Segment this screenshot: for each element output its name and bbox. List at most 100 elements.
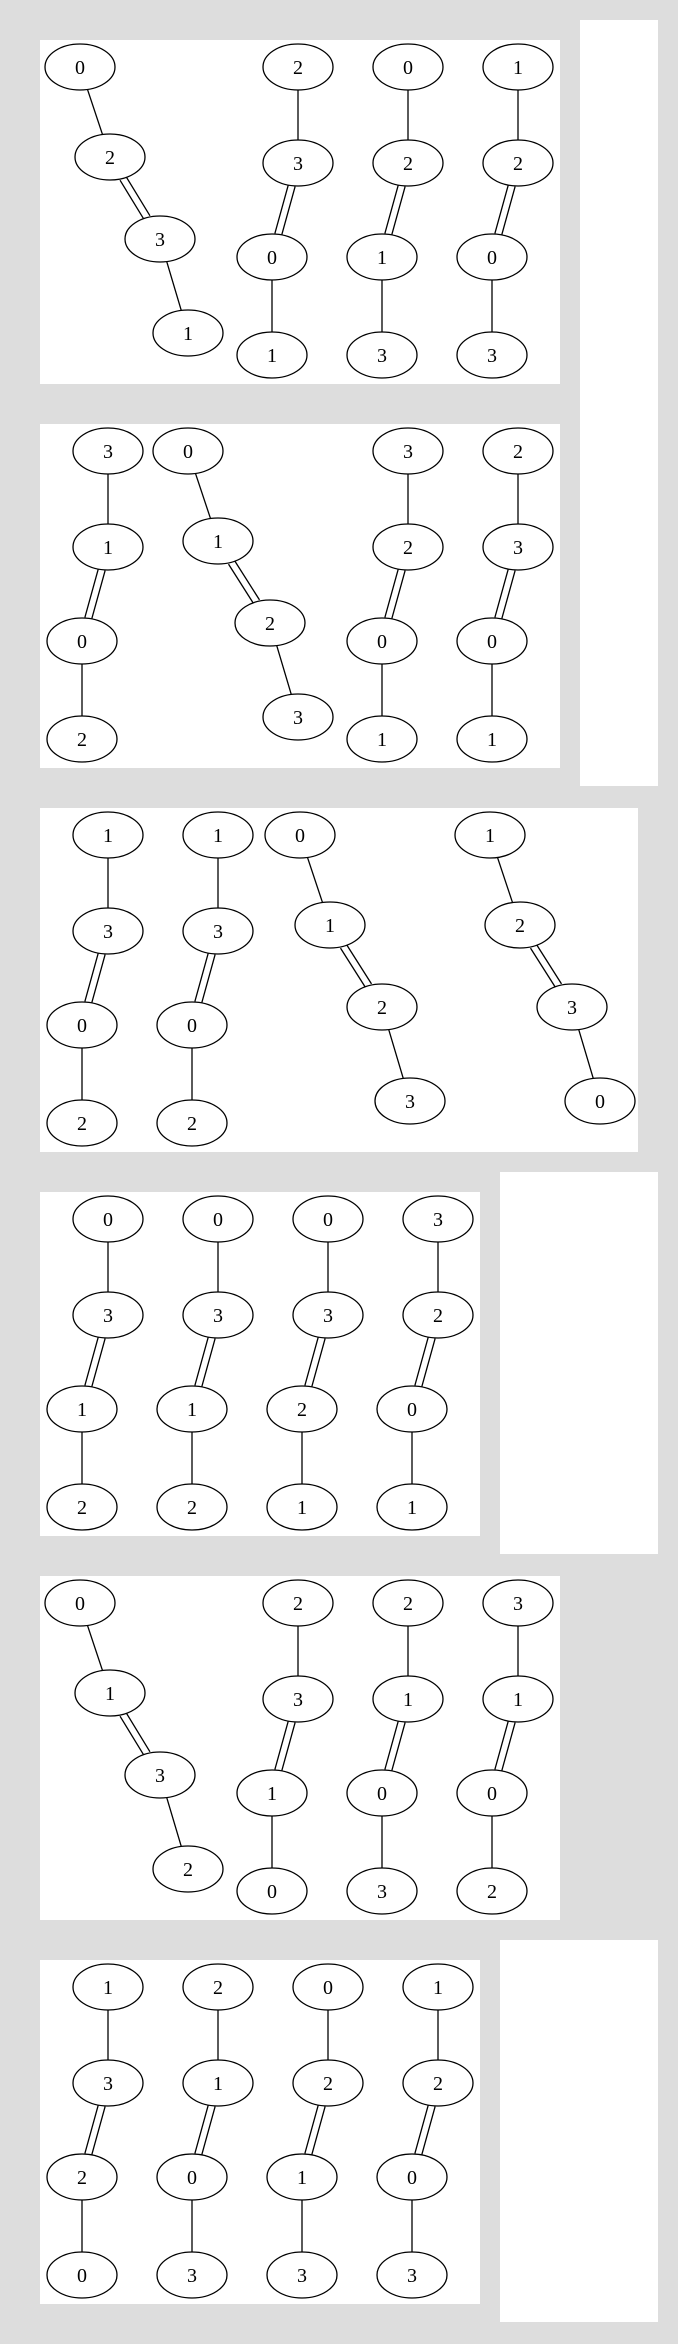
graph-node: 0 bbox=[236, 233, 308, 281]
graph-node: 3 bbox=[402, 1195, 474, 1243]
graph-node: 1 bbox=[182, 517, 254, 565]
graph-node: 1 bbox=[152, 309, 224, 357]
graph-node: 1 bbox=[456, 715, 528, 763]
graph-node: 0 bbox=[292, 1963, 364, 2011]
node-ellipse bbox=[152, 427, 224, 475]
node-ellipse bbox=[152, 1845, 224, 1893]
graph-node: 0 bbox=[264, 811, 336, 859]
node-label: 3 bbox=[293, 153, 303, 175]
node-ellipse bbox=[262, 43, 334, 91]
node-ellipse bbox=[72, 2059, 144, 2107]
graph-node: 1 bbox=[372, 1675, 444, 1723]
graph-node: 3 bbox=[266, 2251, 338, 2299]
node-ellipse bbox=[454, 811, 526, 859]
graph-node: 0 bbox=[46, 617, 118, 665]
graph-node: 0 bbox=[376, 2153, 448, 2201]
node-label: 3 bbox=[513, 1593, 523, 1615]
node-label: 3 bbox=[487, 345, 497, 367]
graph-node: 3 bbox=[346, 331, 418, 379]
node-label: 0 bbox=[487, 247, 497, 269]
node-ellipse bbox=[182, 1291, 254, 1339]
node-ellipse bbox=[292, 2059, 364, 2107]
graph-node: 0 bbox=[236, 1867, 308, 1915]
node-label: 1 bbox=[213, 825, 223, 847]
node-ellipse bbox=[236, 233, 308, 281]
node-ellipse bbox=[346, 233, 418, 281]
double-edge-line bbox=[501, 1722, 516, 1772]
node-label: 0 bbox=[187, 1015, 197, 1037]
graph-6-2: 2 1 0 3 bbox=[156, 1963, 254, 2299]
node-ellipse bbox=[266, 1483, 338, 1531]
graph-node: 3 bbox=[376, 2251, 448, 2299]
node-ellipse bbox=[376, 1483, 448, 1531]
graph-node: 0 bbox=[46, 1001, 118, 1049]
node-label: 2 bbox=[433, 2073, 443, 2095]
graph-node: 3 bbox=[72, 427, 144, 475]
double-edge-line bbox=[414, 2104, 429, 2154]
node-ellipse bbox=[72, 811, 144, 859]
graph-node: 3 bbox=[72, 907, 144, 955]
graph-node: 0 bbox=[156, 2153, 228, 2201]
graph-node: 0 bbox=[72, 1195, 144, 1243]
node-ellipse bbox=[72, 907, 144, 955]
graph-node: 2 bbox=[292, 2059, 364, 2107]
double-edge-line bbox=[391, 570, 406, 620]
panel-background bbox=[40, 1192, 480, 1536]
graph-node: 1 bbox=[46, 1385, 118, 1433]
node-label: 2 bbox=[213, 1977, 223, 1999]
single-edge bbox=[194, 473, 212, 519]
node-label: 2 bbox=[323, 2073, 333, 2095]
node-label: 0 bbox=[213, 1209, 223, 1231]
node-label: 2 bbox=[293, 1593, 303, 1615]
graph-node: 1 bbox=[182, 811, 254, 859]
node-ellipse bbox=[346, 1769, 418, 1817]
node-ellipse bbox=[294, 901, 366, 949]
node-ellipse bbox=[46, 1483, 118, 1531]
node-label: 2 bbox=[77, 1497, 87, 1519]
node-ellipse bbox=[346, 331, 418, 379]
node-ellipse bbox=[262, 139, 334, 187]
graph-node: 0 bbox=[456, 233, 528, 281]
node-label: 0 bbox=[377, 1783, 387, 1805]
node-ellipse bbox=[236, 1867, 308, 1915]
node-label: 2 bbox=[77, 1113, 87, 1135]
panel-background bbox=[40, 1576, 560, 1920]
graph-node: 2 bbox=[46, 715, 118, 763]
double-edge-line bbox=[194, 952, 209, 1002]
node-label: 0 bbox=[377, 631, 387, 653]
graph-node: 2 bbox=[266, 1385, 338, 1433]
graph-node: 2 bbox=[402, 2059, 474, 2107]
node-label: 1 bbox=[407, 1497, 417, 1519]
node-ellipse bbox=[266, 2251, 338, 2299]
graph-node: 0 bbox=[182, 1195, 254, 1243]
node-label: 1 bbox=[213, 2073, 223, 2095]
node-label: 1 bbox=[325, 915, 335, 937]
node-ellipse bbox=[182, 907, 254, 955]
graph-node: 2 bbox=[456, 1867, 528, 1915]
panel-background bbox=[40, 808, 638, 1152]
graph-node: 2 bbox=[484, 901, 556, 949]
node-ellipse bbox=[156, 1001, 228, 1049]
node-ellipse bbox=[456, 331, 528, 379]
node-ellipse bbox=[182, 811, 254, 859]
double-edge-line bbox=[391, 186, 406, 236]
graph-node: 1 bbox=[346, 715, 418, 763]
node-ellipse bbox=[456, 617, 528, 665]
node-ellipse bbox=[482, 139, 554, 187]
graph-node: 3 bbox=[482, 523, 554, 571]
graph-node: 2 bbox=[156, 1099, 228, 1147]
node-ellipse bbox=[156, 2251, 228, 2299]
node-label: 3 bbox=[187, 2265, 197, 2287]
single-edge bbox=[388, 1029, 404, 1079]
node-ellipse bbox=[182, 1963, 254, 2011]
node-ellipse bbox=[262, 1675, 334, 1723]
node-ellipse bbox=[482, 427, 554, 475]
